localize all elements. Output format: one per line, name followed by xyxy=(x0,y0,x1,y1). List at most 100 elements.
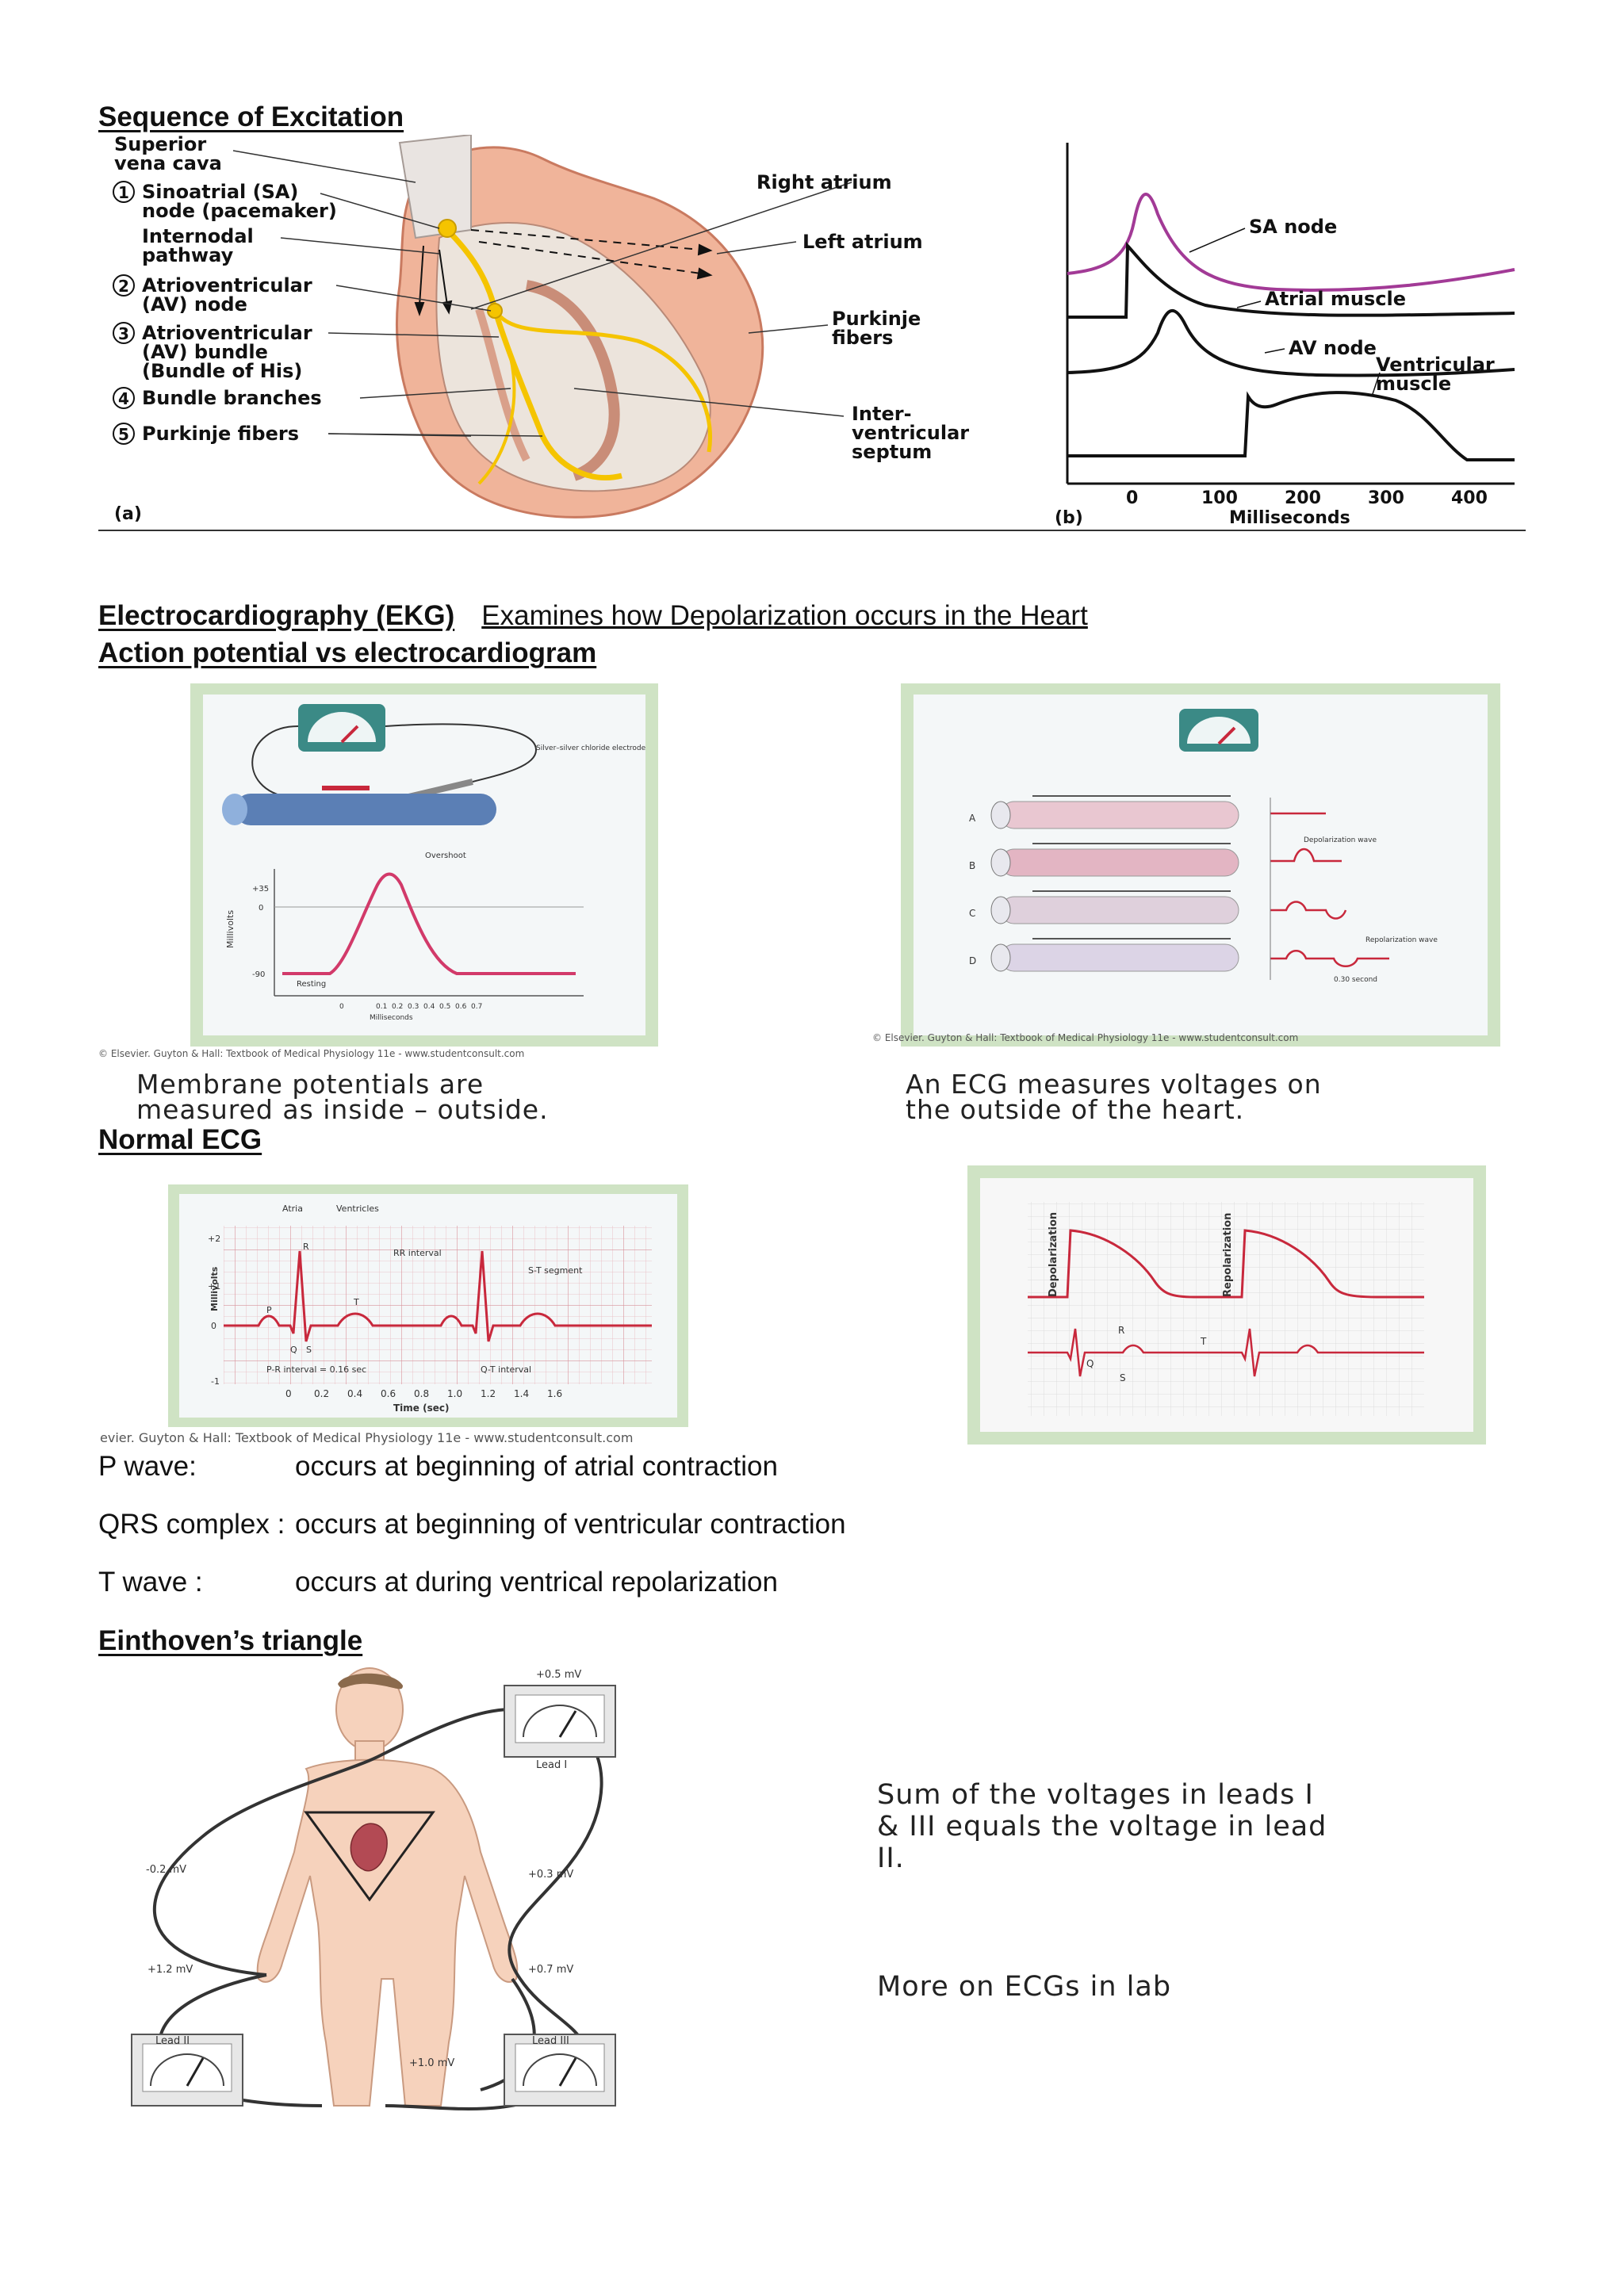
xtick-100: 100 xyxy=(1201,488,1238,508)
ap-xtick: 0 xyxy=(339,1003,344,1011)
einthoven-figure: +0.5 mV -0.2 mV +0.3 mV +1.2 mV +0.7 mV … xyxy=(108,1662,663,2114)
svg-text:ventricular: ventricular xyxy=(852,422,969,444)
svg-text:muscle: muscle xyxy=(1376,373,1451,395)
einthoven-note-line1: Sum of the voltages in leads I xyxy=(877,1779,1314,1811)
svg-text:node (pacemaker): node (pacemaker) xyxy=(142,200,337,222)
ap-xlabel: Milliseconds xyxy=(370,1014,413,1022)
meter-lead-3 xyxy=(504,2034,616,2107)
svg-text:1: 1 xyxy=(118,183,129,202)
normal-ecg-figure: Atria Ventricles RR interval S-T segment… xyxy=(179,1194,677,1418)
ecg-xtick: 0.4 xyxy=(347,1388,362,1399)
label-av-bundle: Atrioventricular xyxy=(142,322,312,344)
svg-text:septum: septum xyxy=(852,441,932,463)
lead-2-label: Lead II xyxy=(155,2035,190,2047)
wave-desc-p: occurs at beginning of atrial contractio… xyxy=(295,1451,778,1482)
row-label: B xyxy=(969,860,975,871)
voltage-left-arm: -0.2 mV xyxy=(146,1864,186,1876)
depol-wave-label: Depolarization wave xyxy=(1304,836,1377,844)
wave-desc-t: occurs at during ventrical repolarizatio… xyxy=(295,1567,778,1598)
row-label: A xyxy=(969,813,976,824)
ecg-ytick: +1 xyxy=(208,1281,220,1292)
normal-ecg-credit: evier. Guyton & Hall: Textbook of Medica… xyxy=(100,1430,634,1445)
voltage-lead3: +0.7 mV xyxy=(528,1964,573,1976)
atria-label: Atria xyxy=(282,1203,303,1214)
pr-interval-label: P-R interval = 0.16 sec xyxy=(266,1364,366,1375)
wave-label-t: T xyxy=(1200,1336,1207,1347)
ap-xtick: 0.5 xyxy=(439,1003,450,1011)
ekg-line: Electrocardiography (EKG)Examines how De… xyxy=(98,600,1088,632)
ecg-xtick: 1.0 xyxy=(447,1388,462,1399)
ap-xtick: 0.3 xyxy=(408,1003,419,1011)
resting-label: Resting xyxy=(297,980,326,989)
ecg-xlabel: Time (sec) xyxy=(393,1402,449,1414)
sa-node xyxy=(438,219,457,238)
normal-ecg-heading: Normal ECG xyxy=(98,1124,262,1155)
trace-ventricular-muscle xyxy=(1067,391,1515,461)
label-superior-vena-cava: Superior xyxy=(114,135,206,155)
trace-av-node xyxy=(1067,308,1515,377)
label-interventricular-septum: Inter- xyxy=(852,403,912,425)
ecg-xtick: 1.4 xyxy=(514,1388,529,1399)
label-left-atrium: Left atrium xyxy=(802,231,923,253)
ecg-ylabel: Millivolts xyxy=(209,1266,220,1311)
ecg-ytick: +2 xyxy=(208,1234,220,1244)
label-purkinje-fibers-right: Purkinje xyxy=(832,308,921,330)
ecg-caption: An ECG measures voltages on the outside … xyxy=(906,1069,1322,1123)
label-trace-sa: SA node xyxy=(1249,216,1337,238)
ap-vs-ecg-heading: Action potential vs electrocardiogram xyxy=(98,637,597,668)
wave-label-r: R xyxy=(1118,1325,1124,1336)
depol-repol-grid xyxy=(1028,1202,1424,1416)
label-trace-atrial: Atrial muscle xyxy=(1265,288,1406,310)
membrane-potential-figure: Silver–silver chloride electrode +35 0 -… xyxy=(203,695,645,1035)
ekg-subtext: Examines how Depolarization occurs in th… xyxy=(481,600,1088,631)
einthoven-note-line2: & III equals the voltage in lead xyxy=(877,1811,1327,1843)
monophasic-trace xyxy=(1028,1229,1424,1299)
xtick-0: 0 xyxy=(1126,488,1138,508)
voltage-right-arm: +0.3 mV xyxy=(528,1869,573,1881)
depol-repol-figure: Depolarization Repolarization R T Q S xyxy=(980,1178,1473,1432)
wave-term-t: T wave : xyxy=(98,1567,203,1598)
membrane-caption: Membrane potentials are measured as insi… xyxy=(136,1071,549,1125)
ap-xtick: 0.2 xyxy=(392,1003,403,1011)
fiber-row-c: C xyxy=(969,890,1239,924)
wave-term-p: P wave: xyxy=(98,1451,197,1482)
voltage-bottom: +1.0 mV xyxy=(409,2057,454,2069)
svg-text:(AV) bundle: (AV) bundle xyxy=(142,341,268,363)
svg-text:fibers: fibers xyxy=(832,327,893,349)
action-potential-trace xyxy=(282,872,576,975)
ytick-minus90: -90 xyxy=(252,970,265,979)
ap-xtick: 0.4 xyxy=(423,1003,435,1011)
ecg-xtick: 0.8 xyxy=(414,1388,429,1399)
ecg-xtick: 1.6 xyxy=(547,1388,562,1399)
time-label: 0.30 second xyxy=(1334,976,1377,984)
ecg-caption-line1: An ECG measures voltages on xyxy=(906,1069,1322,1100)
st-segment-label: S-T segment xyxy=(528,1265,583,1276)
trace-atrial-muscle xyxy=(1067,241,1515,319)
depolarization-label: Depolarization xyxy=(1048,1212,1059,1297)
electrode-label: Silver–silver chloride electrode xyxy=(536,744,645,752)
ytick-0: 0 xyxy=(259,904,263,913)
svg-text:(Bundle of His): (Bundle of His) xyxy=(142,360,302,382)
ap-xtick: 0.7 xyxy=(471,1003,482,1011)
depol-credit: © Elsevier. Guyton & Hall: Textbook of M… xyxy=(872,1032,1299,1043)
membrane-caption-line2: measured as inside – outside. xyxy=(136,1094,549,1125)
voltage-top: +0.5 mV xyxy=(536,1669,581,1681)
wave-r: R xyxy=(303,1242,309,1252)
panel-label-b: (b) xyxy=(1055,508,1083,528)
label-trace-ventricular: Ventricular xyxy=(1376,354,1495,376)
svg-text:vena cava: vena cava xyxy=(114,152,222,174)
meter-lead-1 xyxy=(504,1685,616,1758)
ytick-plus35: +35 xyxy=(252,885,269,894)
qt-interval-label: Q-T interval xyxy=(481,1364,531,1375)
ecg-ytick: 0 xyxy=(211,1321,216,1331)
rr-interval-label: RR interval xyxy=(393,1248,442,1258)
wave-label-q: Q xyxy=(1086,1358,1094,1369)
label-av-node: Atrioventricular xyxy=(142,274,312,297)
repol-wave-label: Repolarization wave xyxy=(1365,936,1438,944)
voltage-lead2: +1.2 mV xyxy=(147,1964,193,1976)
ecg-xtick: 0.6 xyxy=(381,1388,396,1399)
more-on-ecgs: More on ECGs in lab xyxy=(877,1971,1172,2003)
biphasic-trace xyxy=(1028,1328,1424,1377)
ecg-xtick: 0.2 xyxy=(314,1388,329,1399)
ylabel-millivolts: Millivolts xyxy=(225,910,236,948)
